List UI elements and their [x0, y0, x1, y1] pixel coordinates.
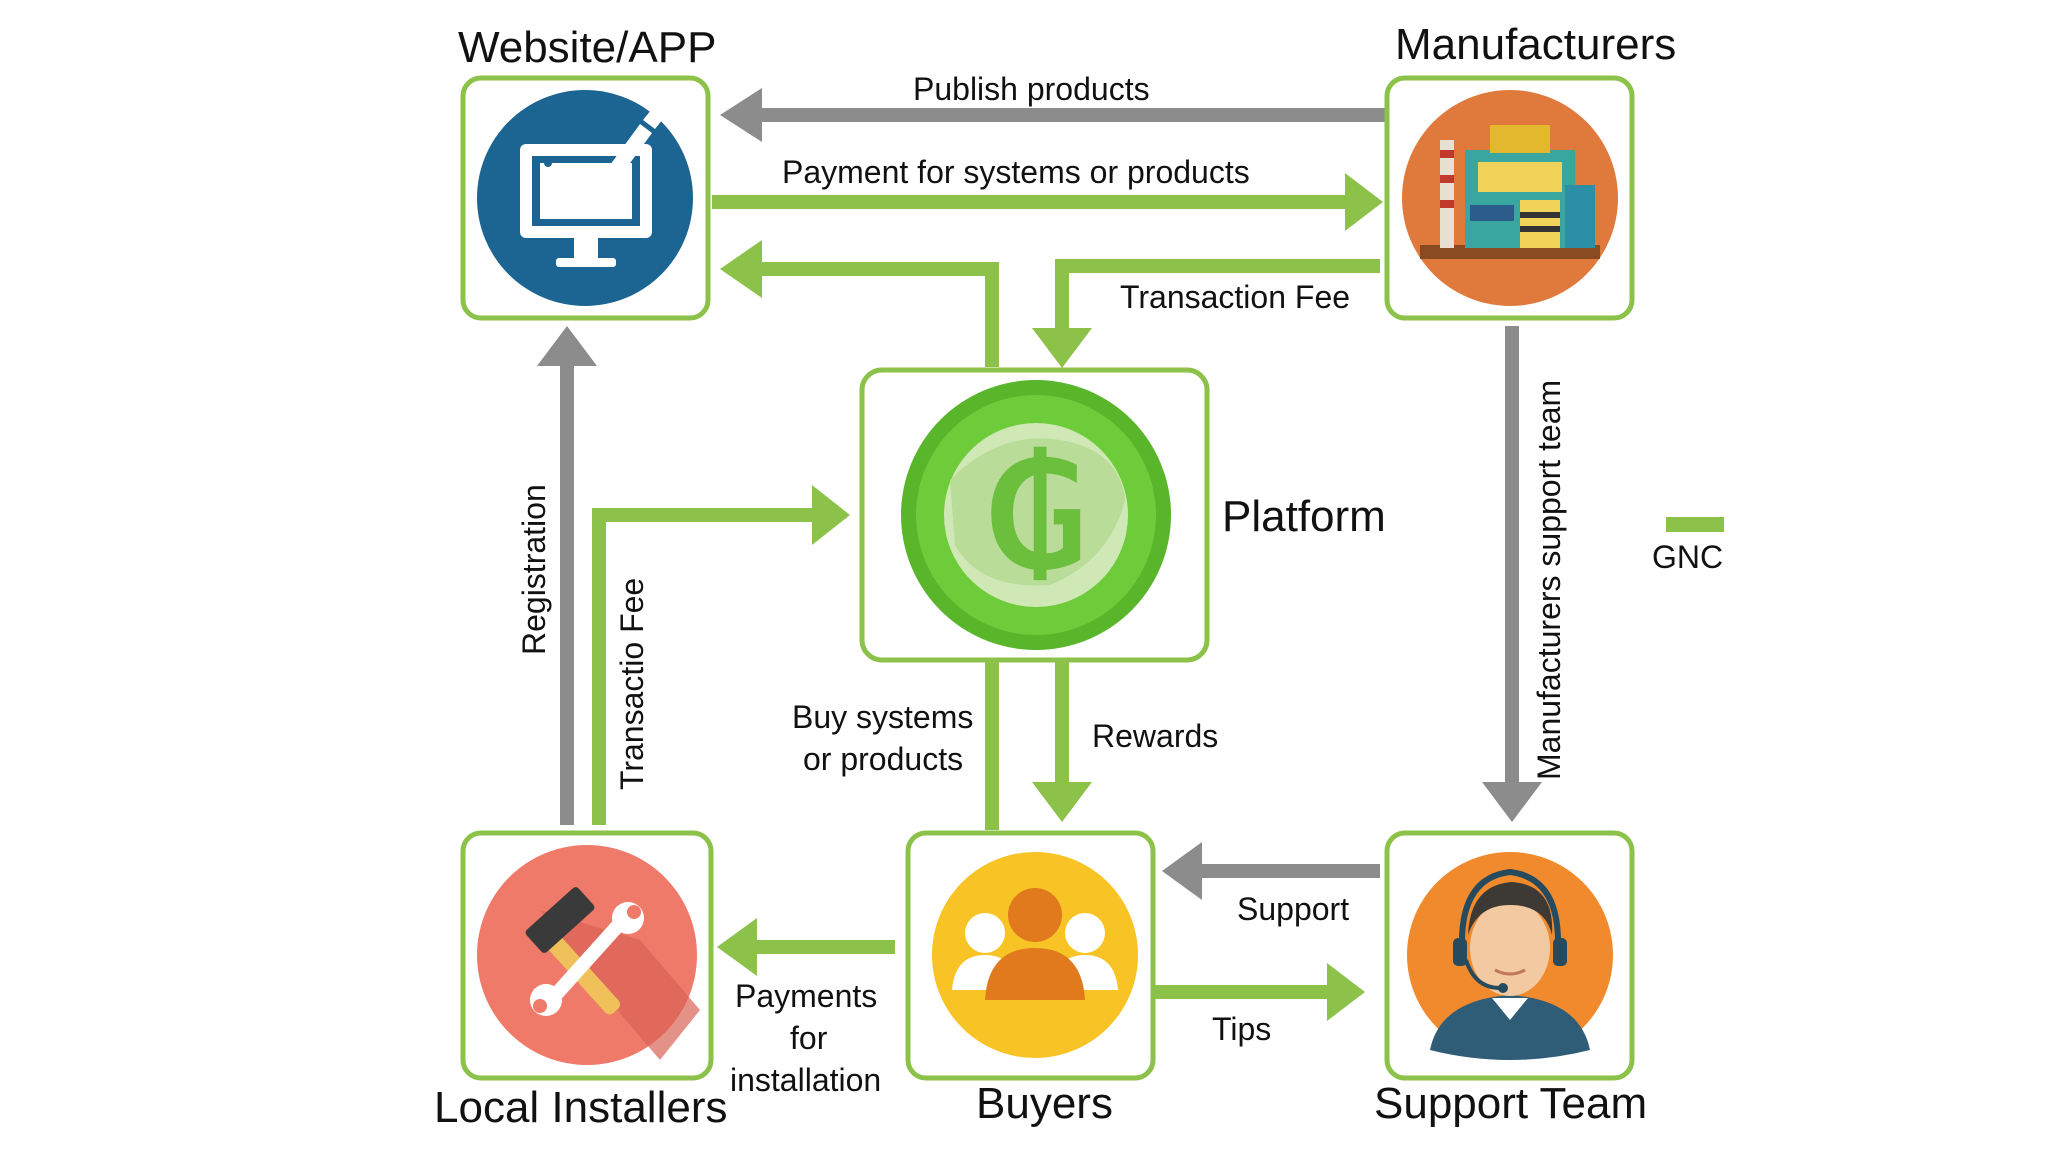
users-group-icon [932, 852, 1138, 1058]
edge-label-payments-installation-1: Payments [735, 978, 877, 1014]
edge-label-rewards: Rewards [1092, 718, 1218, 754]
arrow-payment-systems [712, 173, 1383, 231]
legend: GNC [1652, 517, 1724, 575]
node-platform: ₲ [859, 367, 1210, 663]
node-buyers [905, 830, 1156, 1081]
arrow-transaction-fee [1032, 259, 1380, 368]
arrow-support [1162, 842, 1380, 900]
edge-label-payments-installation-2: for [790, 1020, 828, 1056]
node-support-team [1384, 830, 1635, 1081]
factory-icon [1402, 90, 1618, 306]
edge-label-publish-products: Publish products [913, 71, 1150, 107]
arrow-manufacturers-support [1482, 326, 1542, 822]
edge-label-payment-systems: Payment for systems or products [782, 154, 1250, 190]
edge-label-transactio-fee: Transactio Fee [614, 578, 650, 790]
node-title-manufacturers: Manufacturers [1395, 20, 1676, 69]
node-manufacturers [1384, 75, 1635, 321]
node-title-buyers: Buyers [976, 1079, 1113, 1128]
svg-text:₲: ₲ [984, 430, 1088, 604]
arrow-rewards [1032, 660, 1092, 822]
legend-label: GNC [1652, 539, 1723, 575]
node-title-support-team: Support Team [1374, 1079, 1647, 1128]
node-title-website: Website/APP [458, 23, 716, 72]
arrow-payments-installation [717, 918, 895, 976]
arrow-publish-products [720, 88, 1385, 142]
edge-label-manufacturers-support: Manufacturers support team [1531, 380, 1567, 780]
headset-agent-icon [1407, 852, 1613, 1060]
edge-label-buy-systems-1: Buy systems [792, 699, 973, 735]
node-website [460, 75, 711, 321]
arrow-transactio-fee [592, 485, 850, 825]
edge-label-buy-systems-2: or products [803, 741, 963, 777]
arrow-registration [537, 326, 597, 825]
monitor-with-pencil-icon [477, 90, 693, 306]
hammer-wrench-icon [477, 845, 700, 1065]
edge-label-tips: Tips [1212, 1011, 1271, 1047]
edge-label-transaction-fee: Transaction Fee [1120, 279, 1350, 315]
arrow-tips [1155, 963, 1365, 1021]
node-title-platform: Platform [1222, 492, 1386, 541]
edge-label-support: Support [1237, 891, 1349, 927]
arrow-buy-systems [985, 660, 999, 830]
edge-label-registration: Registration [516, 484, 552, 655]
arrows [537, 88, 1542, 1021]
node-title-local-installers: Local Installers [434, 1083, 727, 1132]
node-local-installers [460, 830, 714, 1081]
arrow-platform-to-website [720, 240, 999, 367]
legend-swatch [1666, 517, 1724, 532]
globe-coin-icon: ₲ [901, 380, 1171, 650]
edge-label-payments-installation-3: installation [730, 1062, 881, 1098]
